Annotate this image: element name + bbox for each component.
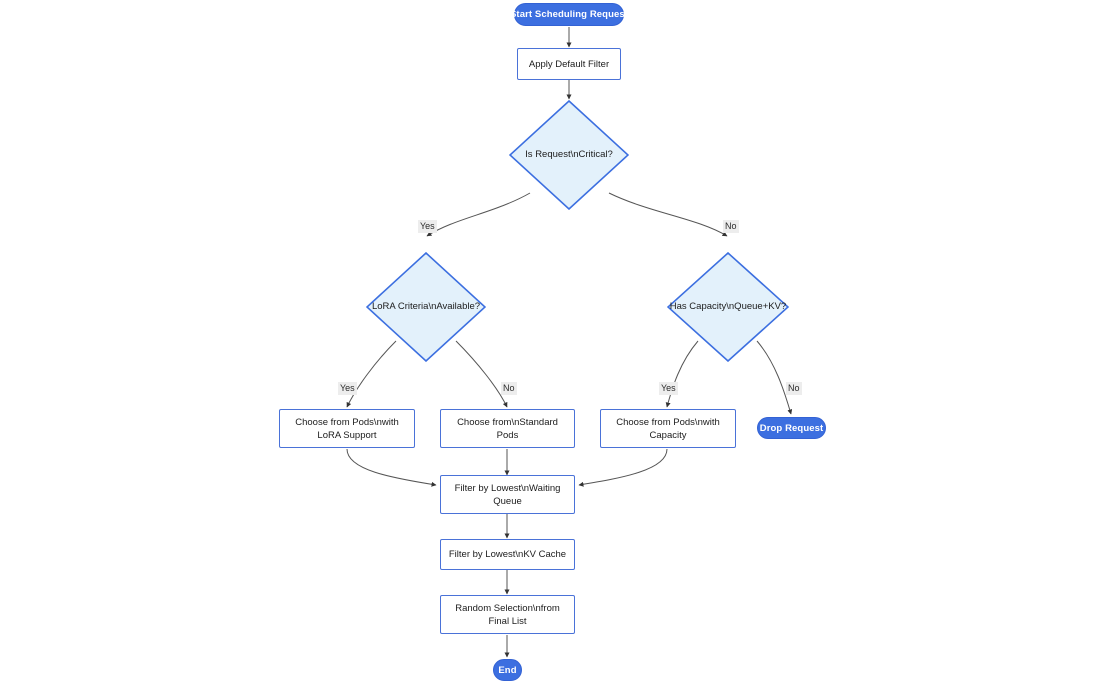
node-filter-waiting-queue-label-line1: Filter by Lowest\nWaiting xyxy=(454,482,561,494)
node-end[interactable]: End xyxy=(493,659,522,681)
node-choose-pods-capacity-label-line1: Choose from Pods\nwith xyxy=(616,416,720,428)
node-choose-pods-lora-support-label-line2: LoRA Support xyxy=(317,429,377,441)
diamond-shape-is-critical xyxy=(509,100,629,210)
node-filter-waiting-queue[interactable]: Filter by Lowest\nWaiting Queue xyxy=(440,475,575,514)
node-choose-pods-capacity-label-line2: Capacity xyxy=(649,429,687,441)
node-random-selection[interactable]: Random Selection\nfrom Final List xyxy=(440,595,575,634)
node-apply-default-filter-label: Apply Default Filter xyxy=(528,58,610,70)
node-filter-kv-cache-label: Filter by Lowest\nKV Cache xyxy=(448,549,567,560)
edge-label-capacity-no: No xyxy=(786,382,802,395)
node-random-selection-label-line1: Random Selection\nfrom xyxy=(455,602,560,614)
node-drop-request[interactable]: Drop Request xyxy=(757,417,826,439)
node-choose-pods-lora-support[interactable]: Choose from Pods\nwith LoRA Support xyxy=(279,409,415,448)
node-lora-criteria-available[interactable]: LoRA Criteria\nAvailable? xyxy=(366,252,486,362)
node-filter-kv-cache[interactable]: Filter by Lowest\nKV Cache xyxy=(440,539,575,570)
node-is-request-critical-label: Is Request\nCritical? xyxy=(525,149,613,160)
edge-pods-cap-to-filter-queue xyxy=(578,448,668,487)
node-random-selection-label-line2: Final List xyxy=(488,615,527,627)
node-choose-standard-pods-label-line2: Pods xyxy=(496,429,519,441)
node-has-capacity[interactable]: Has Capacity\nQueue+KV? xyxy=(667,252,789,362)
node-is-request-critical[interactable]: Is Request\nCritical? xyxy=(509,100,629,210)
diamond-shape-lora-available xyxy=(366,252,486,362)
edge-label-critical-no: No xyxy=(723,220,739,233)
node-filter-waiting-queue-label-line2: Queue xyxy=(493,495,522,507)
node-apply-default-filter[interactable]: Apply Default Filter xyxy=(517,48,621,80)
node-start-label: Start Scheduling Request xyxy=(510,9,629,20)
node-drop-request-label: Drop Request xyxy=(759,422,824,434)
edge-label-lora-no: No xyxy=(501,382,517,395)
node-has-capacity-label: Has Capacity\nQueue+KV? xyxy=(669,301,787,312)
node-end-label: End xyxy=(498,664,517,676)
edge-label-lora-yes: Yes xyxy=(338,382,357,395)
edge-pods-lora-to-filter-queue xyxy=(346,448,437,487)
node-choose-pods-lora-support-label-line1: Choose from Pods\nwith xyxy=(295,416,399,428)
edge-label-capacity-yes: Yes xyxy=(659,382,678,395)
node-choose-standard-pods[interactable]: Choose from\nStandard Pods xyxy=(440,409,575,448)
node-lora-criteria-available-label: LoRA Criteria\nAvailable? xyxy=(371,301,481,312)
node-start[interactable]: Start Scheduling Request xyxy=(510,3,628,26)
diamond-shape-has-capacity xyxy=(667,252,789,362)
node-choose-pods-capacity[interactable]: Choose from Pods\nwith Capacity xyxy=(600,409,736,448)
node-choose-standard-pods-label-line1: Choose from\nStandard xyxy=(457,416,558,428)
edge-label-critical-yes: Yes xyxy=(418,220,437,233)
